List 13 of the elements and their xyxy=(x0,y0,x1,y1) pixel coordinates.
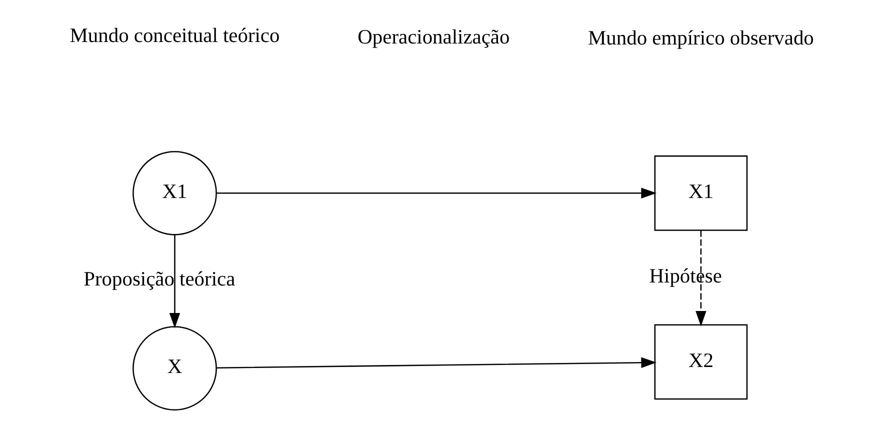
arrow xyxy=(216,187,656,198)
label: Operacionalização xyxy=(357,26,510,48)
label: Mundo conceitual teórico xyxy=(69,24,280,46)
node-circle: X xyxy=(132,326,216,410)
arrow xyxy=(695,230,706,326)
node-circle: X1 xyxy=(132,150,216,235)
arrow xyxy=(216,356,656,368)
node-box: X2 xyxy=(654,324,748,400)
arrow xyxy=(168,234,180,328)
edge-label: Hipótese xyxy=(648,264,722,287)
node-box: X1 xyxy=(654,154,748,230)
label: Mundo empírico observado xyxy=(587,27,814,50)
edge-label: Proposição teórica xyxy=(83,268,235,290)
